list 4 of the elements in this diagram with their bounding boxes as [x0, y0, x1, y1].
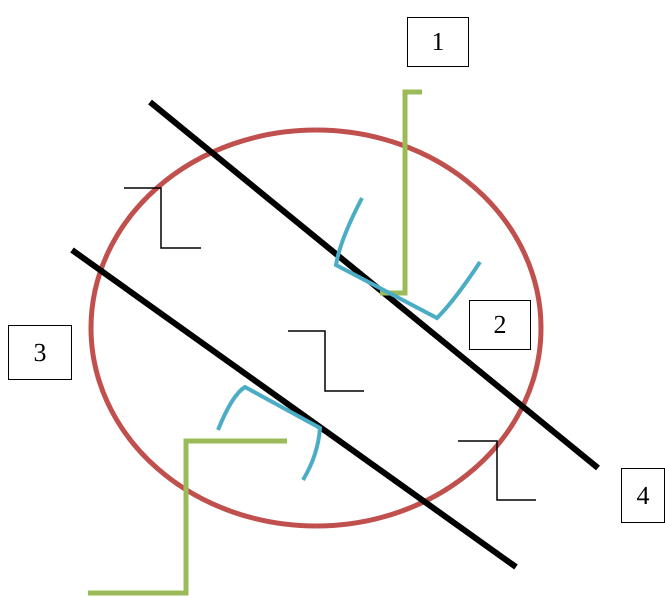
number-box: 2 [469, 300, 531, 350]
number-box: 1 [407, 17, 469, 67]
number-box: 3 [8, 325, 72, 380]
number-box: 4 [621, 468, 665, 523]
